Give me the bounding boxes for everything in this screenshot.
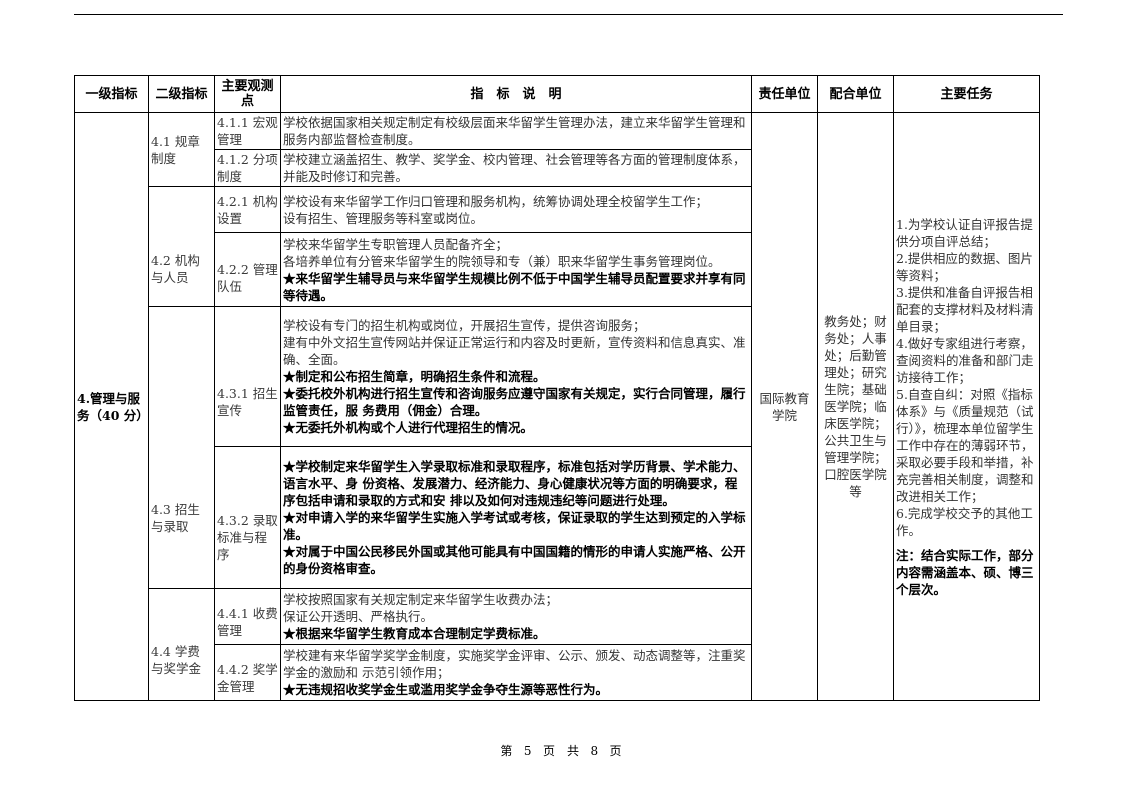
level2-cell: 4.2 机构与人员 <box>148 186 215 307</box>
description-line: ★学校制定来华留学生入学录取标准和录取程序，标准包括对学历背景、学术能力、语言水… <box>283 459 746 508</box>
level2-cell: 4.1 规章制度 <box>148 112 215 187</box>
header-row: 一级指标 二级指标 主要观测点 指 标 说 明 责任单位 配合单位 主要任务 <box>74 75 1040 113</box>
table-row: 4.4.2 奖学金管理 学校建有来华留学奖学金制度，实施奖学金评审、公示、颁发、… <box>75 644 1040 701</box>
description-cell: 学校建有来华留学奖学金制度，实施奖学金评审、公示、颁发、动态调整等，注重奖学金的… <box>280 644 752 701</box>
description-line: ★制定和公布招生简章，明确招生条件和流程。 <box>283 369 546 384</box>
header-level1: 一级指标 <box>74 75 149 113</box>
observation-cell: 4.2.1 机构设置 <box>214 186 281 233</box>
observation-cell: 4.1.1 宏观管理 <box>214 112 281 150</box>
description-line: 学校设有专门的招生机构或岗位，开展招生宣传，提供咨询服务； <box>283 318 646 333</box>
task-item: 6.完成学校交予的其他工作。 <box>896 505 1033 538</box>
page-footer: 第 5 页 共 8 页 <box>0 742 1122 759</box>
observation-cell: 4.3.2 录取标准与程序 <box>214 446 281 589</box>
observation-cell: 4.1.2 分项制度 <box>214 149 281 187</box>
header-tasks: 主要任务 <box>893 75 1040 113</box>
header-cooperating: 配合单位 <box>817 75 894 113</box>
description-cell: 学校按照国家有关规定制定来华留学生收费办法； 保证公开透明、严格执行。 ★根据来… <box>280 588 752 645</box>
page-mid: 页 共 <box>542 744 579 758</box>
description-line: 学校设有来华留学工作归口管理和服务机构，统筹协调处理全校留学生工作； <box>283 193 709 209</box>
task-item: 3.提供和准备自评报告相配套的支撑材料及材料清单目录； <box>896 284 1034 334</box>
description-line: 学校来华留学生专职管理人员配备齐全； <box>283 236 509 252</box>
description-line: ★对申请入学的来华留学生实施入学考试或考核，保证录取的学生达到预定的入学标准。 <box>283 510 746 542</box>
description-line: ★对属于中国公民移民外国或其他可能具有中国国籍的情形的申请人实施严格、公开的身份… <box>283 544 746 576</box>
indicator-table: 一级指标 二级指标 主要观测点 指 标 说 明 责任单位 配合单位 主要任务 4… <box>74 75 1040 701</box>
description-cell: 学校依据国家相关规定制定有校级层面来华留学生管理办法，建立来华留学生管理和服务内… <box>280 112 752 150</box>
description-line: 学校建有来华留学奖学金制度，实施奖学金评审、公示、颁发、动态调整等，注重奖学金的… <box>283 648 746 680</box>
description-cell: ★学校制定来华留学生入学录取标准和录取程序，标准包括对学历背景、学术能力、语言水… <box>280 446 752 589</box>
description-line: 学校建立涵盖招生、教学、奖学金、校内管理、社会管理等各方面的管理制度体系，并能及… <box>283 152 746 184</box>
table-row: 4.管理与服务（40 分） 4.1 规章制度 4.1.1 宏观管理 学校依据国家… <box>74 112 1040 701</box>
description-line: 设有招生、管理服务等科室或岗位。 <box>283 210 484 226</box>
description-line: ★根据来华留学生教育成本合理制定学费标准。 <box>283 626 546 641</box>
level2-cell: 4.3 招生与录取 <box>148 306 215 589</box>
description-cell: 学校建立涵盖招生、教学、奖学金、校内管理、社会管理等各方面的管理制度体系，并能及… <box>280 149 752 187</box>
description-line: 建有中外文招生宣传网站并保证正常运行和内容及时更新，宣传资料和信息真实、准确、全… <box>283 335 746 367</box>
description-line: 各培养单位有分管来华留学生的院领导和专（兼）职来华留学生事务管理岗位。 <box>283 253 721 269</box>
header-responsible: 责任单位 <box>751 75 818 113</box>
task-item: 1.为学校认证自评报告提供分项自评总结； <box>896 216 1033 249</box>
description-line: ★无违规招收奖学金生或滥用奖学金争夺生源等恶性行为。 <box>283 682 609 697</box>
table-row: 4.1.2 分项制度 学校建立涵盖招生、教学、奖学金、校内管理、社会管理等各方面… <box>75 149 1040 187</box>
description-line: ★来华留学生辅导员与来华留学生规模比例不低于中国学生辅导员配置要求并享有同等待遇… <box>283 270 746 303</box>
task-item: 2.提供相应的数据、图片等资料； <box>896 250 1033 283</box>
task-item: 5.自查自纠：对照《指标体系》与《质量规范（试行）》，梳理本单位留学生工作中存在… <box>896 386 1034 504</box>
table-row: 4.4 学费与奖学金 4.4.1 收费管理 学校按照国家有关规定制定来华留学生收… <box>75 588 1040 701</box>
description-cell: 学校设有专门的招生机构或岗位，开展招生宣传，提供咨询服务； 建有中外文招生宣传网… <box>280 306 752 447</box>
description-cell: 学校设有来华留学工作归口管理和服务机构，统筹协调处理全校留学生工作； 设有招生、… <box>280 186 752 233</box>
responsible-unit-cell: 国际教育学院 <box>751 112 818 701</box>
observation-cell: 4.4.1 收费管理 <box>214 588 281 645</box>
observation-cell: 4.2.2 管理队伍 <box>214 232 281 307</box>
description-line: ★委托校外机构进行招生宣传和咨询服务应遵守国家有关规定，实行合同管理，履行监管责… <box>283 386 746 418</box>
header-level2: 二级指标 <box>148 75 215 113</box>
description-cell: 学校来华留学生专职管理人员配备齐全； 各培养单位有分管来华留学生的院领导和专（兼… <box>280 232 752 307</box>
table-row: 4.3.2 录取标准与程序 ★学校制定来华留学生入学录取标准和录取程序，标准包括… <box>75 446 1040 589</box>
table-row: 4.2 机构与人员 4.2.1 机构设置 学校设有来华留学工作归口管理和服务机构… <box>75 186 1040 307</box>
page-total: 8 <box>590 744 599 758</box>
page-suffix: 页 <box>609 744 622 758</box>
tasks-cell: 1.为学校认证自评报告提供分项自评总结； 2.提供相应的数据、图片等资料； 3.… <box>893 112 1040 701</box>
observation-cell: 4.4.2 奖学金管理 <box>214 644 281 701</box>
task-item: 4.做好专家组进行考察，查阅资料的准备和部门走访接待工作； <box>896 335 1034 385</box>
top-rule <box>74 14 1063 15</box>
page-prefix: 第 <box>500 744 513 758</box>
page-number: 5 <box>523 744 532 758</box>
description-line: ★无委托外机构或个人进行代理招生的情况。 <box>283 420 534 435</box>
observation-cell: 4.3.1 招生宣传 <box>214 306 281 447</box>
level2-cell: 4.4 学费与奖学金 <box>148 588 215 701</box>
tasks-note: 注：结合实际工作，部分内容需涵盖本、硕、博三个层次。 <box>896 547 1034 597</box>
description-line: 学校按照国家有关规定制定来华留学生收费办法； <box>283 592 559 607</box>
header-description: 指 标 说 明 <box>280 75 752 113</box>
level1-cell: 4.管理与服务（40 分） <box>74 112 149 701</box>
description-line: 保证公开透明、严格执行。 <box>283 609 434 624</box>
cooperating-units-cell: 教务处；财务处；人事处；后勤管理处；研究生院；基础医学院；临床医学院；公共卫生与… <box>817 112 894 701</box>
header-observation: 主要观测点 <box>214 75 281 113</box>
table-row: 4.3 招生与录取 4.3.1 招生宣传 学校设有专门的招生机构或岗位，开展招生… <box>75 306 1040 589</box>
description-line: 学校依据国家相关规定制定有校级层面来华留学生管理办法，建立来华留学生管理和服务内… <box>283 115 746 147</box>
